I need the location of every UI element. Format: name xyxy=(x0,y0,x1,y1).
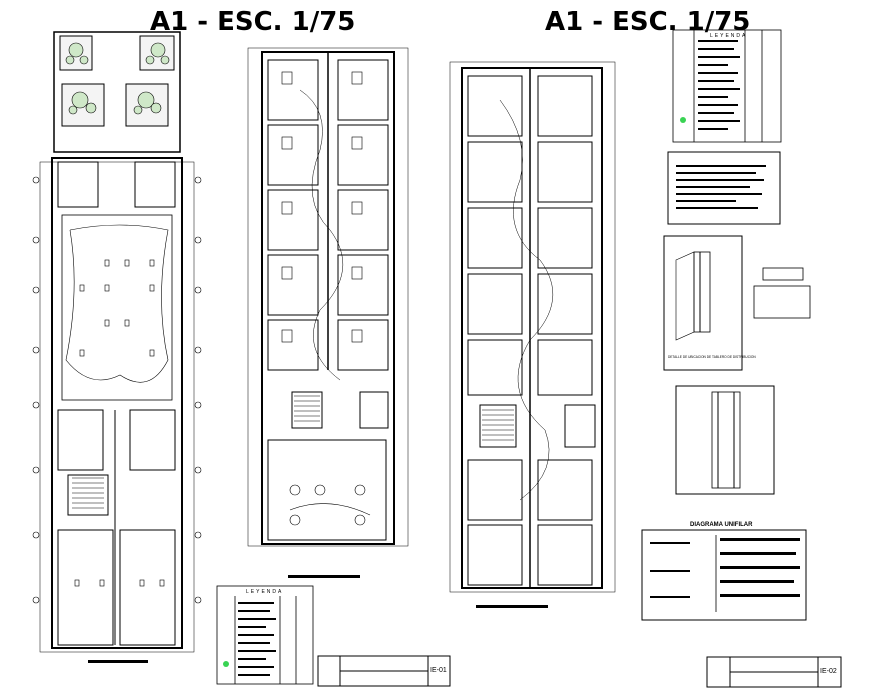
stairs-plan-2 xyxy=(294,395,320,422)
room-fixtures-plan-2 xyxy=(281,71,366,526)
wiring-plan-2 xyxy=(299,89,344,381)
unifilar-title: DIAGRAMA UNIFILAR xyxy=(690,522,753,528)
legend-table-top-rows xyxy=(698,40,740,130)
title-block-right xyxy=(706,656,842,688)
legend-table-bottom-rows xyxy=(238,602,276,676)
fixtures-plan-1 xyxy=(74,259,165,587)
floor-plan-3 xyxy=(449,61,616,593)
notes-box xyxy=(667,151,781,225)
stairs-plan-3 xyxy=(482,409,514,441)
floor-plan-1 xyxy=(39,31,195,653)
unifilar-circuits xyxy=(650,538,800,598)
floor-plan-2 xyxy=(247,47,409,547)
small-detail-boxes xyxy=(753,267,811,319)
sheet-number-right: IE-02 xyxy=(820,668,837,675)
section-detail-panel xyxy=(675,385,775,495)
legend-green-marker-top xyxy=(680,117,686,123)
detail-drawing-panel xyxy=(663,235,743,371)
legend-header-top: LEYENDA xyxy=(710,33,747,39)
legend-green-marker-bottom xyxy=(223,661,229,667)
legend-table-bottom xyxy=(216,585,314,685)
title-block-left xyxy=(317,655,451,687)
axis-markers-plan-1 xyxy=(32,176,202,604)
tree-icons xyxy=(65,42,170,115)
detail-caption: DETALLE DE UBICACION DE TABLERO DE DISTR… xyxy=(668,355,756,359)
scale-bar-plan-3 xyxy=(476,605,548,608)
wiring-plan-3 xyxy=(499,99,554,501)
scale-bar-plan-1 xyxy=(88,660,148,663)
legend-table-top xyxy=(672,29,782,143)
title-left: A1 - ESC. 1/75 xyxy=(150,7,355,37)
stairs-plan-1 xyxy=(72,477,104,509)
legend-header-bottom: LEYENDA xyxy=(246,589,283,595)
sheet-number-left: IE-01 xyxy=(430,667,447,674)
title-right: A1 - ESC. 1/75 xyxy=(545,7,750,37)
unifilar-diagram-panel xyxy=(641,529,807,621)
scale-bar-plan-2 xyxy=(288,575,360,578)
